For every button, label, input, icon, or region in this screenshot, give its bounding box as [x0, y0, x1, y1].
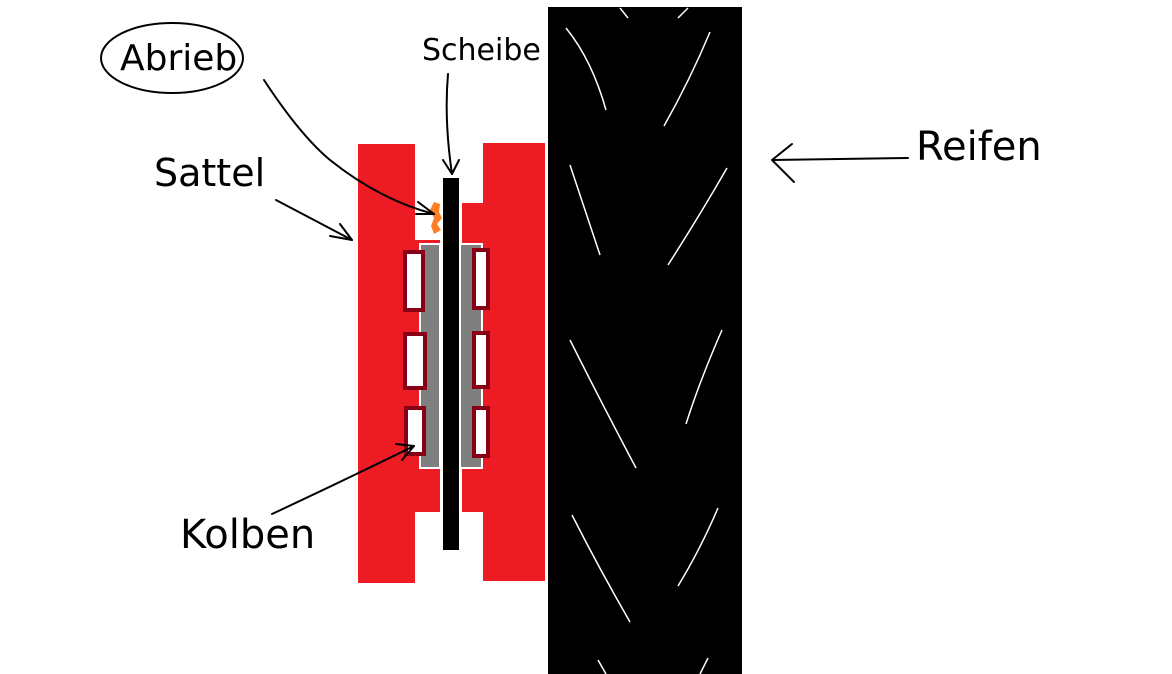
- label-kolben: Kolben: [180, 512, 315, 558]
- piston-right-2: [472, 331, 490, 389]
- label-reifen: Reifen: [916, 124, 1042, 170]
- arrow-scheibe: [442, 73, 460, 175]
- label-scheibe: Scheibe: [422, 33, 541, 68]
- piston-left-3: [404, 406, 426, 456]
- arrow-kolben: [271, 443, 415, 515]
- abrasion-particles: [430, 202, 442, 234]
- piston-right-3: [472, 406, 490, 458]
- abrieb-bubble: [100, 22, 244, 94]
- arrow-sattel: [275, 199, 353, 241]
- pistons: [403, 248, 490, 458]
- piston-left-1: [403, 250, 425, 312]
- label-sattel: Sattel: [154, 151, 265, 195]
- tire: [548, 7, 742, 674]
- annotation-arrows: [263, 73, 909, 515]
- piston-left-2: [403, 332, 427, 390]
- label-abrieb: Abrieb: [120, 38, 237, 79]
- piston-right-1: [472, 248, 490, 310]
- brake-disc: [443, 178, 459, 550]
- arrow-reifen: [771, 143, 909, 183]
- arrow-abrieb: [263, 79, 435, 215]
- tire-tread-pattern: [565, 7, 728, 674]
